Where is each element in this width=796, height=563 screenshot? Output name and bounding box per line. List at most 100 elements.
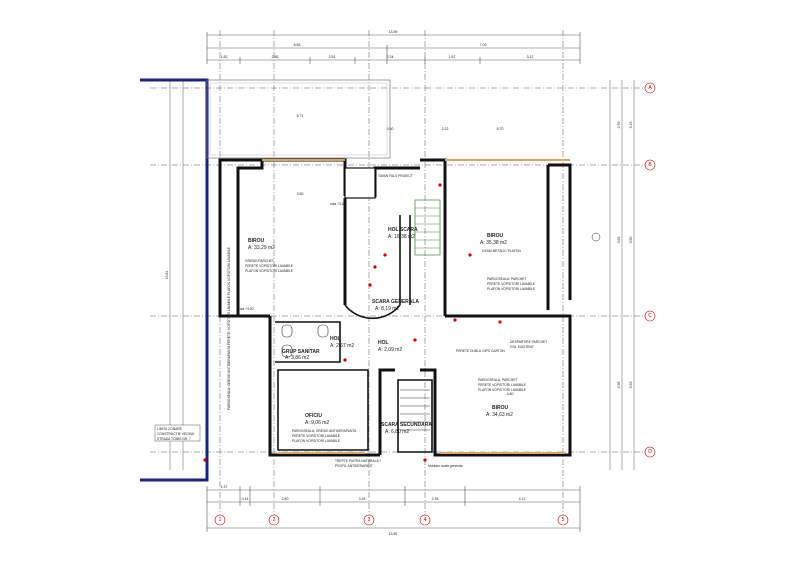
svg-text:A: 2,09 m2: A: 2,09 m2: [378, 347, 402, 353]
axis-row-a: A: [644, 82, 656, 94]
callout-bottom-1: TREPTE PIATRA NATURALA +: [335, 459, 381, 463]
room-birou-se: BIROU A: 34,63 m2 PARDOSEALA: PARCHET PE…: [478, 378, 527, 418]
dim-top-detail-3: 2.51: [329, 55, 336, 59]
callout-right-1: DESPARTIRE PARCHET: [510, 340, 547, 344]
svg-text:A: A: [648, 85, 652, 91]
svg-text:HOL SCARA: HOL SCARA: [388, 227, 418, 233]
svg-text:BIROU: BIROU: [487, 233, 504, 239]
dim-top-detail-5: 1.67: [449, 55, 456, 59]
axis-col-1: 1: [214, 514, 226, 526]
dim-overall-bottom: 13.59: [389, 532, 398, 536]
property-boundary: [140, 78, 209, 482]
red-markers: [203, 183, 502, 462]
dim-inner-3: 2.22: [442, 127, 449, 131]
room-hol: HOL A: 2,67 m2: [330, 336, 354, 349]
dim-left-overall: 15.81: [165, 271, 169, 280]
axis-col-2: 2: [268, 514, 280, 526]
dim-inner-5: 4.80: [507, 392, 514, 396]
dim-inner-4: 6.70: [497, 127, 504, 131]
sanitary-fixtures: [281, 324, 329, 358]
svg-text:PLAFON VOPSITORI LAVABILE: PLAFON VOPSITORI LAVABILE: [245, 269, 294, 273]
dim-bottom-3: 2.80: [282, 497, 289, 501]
dimension-texts: 13.59 6.65 7.09 1.82 2.56 2.51 2.24 1.67…: [165, 30, 633, 536]
svg-text:A: 8,19 m2: A: 8,19 m2: [375, 306, 399, 312]
axis-bubbles-columns: 1 2 3 4 5: [214, 514, 569, 526]
vertical-finish-note: PARDOSEALA: GRESIE ANTIDERAPANTA PERETE:…: [227, 246, 231, 410]
svg-text:PERETE VOPSITORI LAVABILE: PERETE VOPSITORI LAVABILE: [487, 282, 536, 286]
svg-text:HOL: HOL: [378, 340, 389, 346]
svg-text:SCARA GENERALA: SCARA GENERALA: [372, 299, 419, 305]
svg-text:1: 1: [219, 517, 222, 523]
left-note-box: [154, 424, 201, 442]
svg-text:A: 33,29 m2: A: 33,29 m2: [248, 245, 275, 251]
dim-bottom-6: 4.12: [519, 497, 526, 501]
dim-top-split-2: 7.09: [480, 43, 487, 47]
dim-right-detail-3: 3.33: [629, 382, 633, 389]
svg-text:PARDOSEALA: PARCHET: PARDOSEALA: PARCHET: [478, 378, 517, 382]
dim-top-split-1: 6.65: [294, 43, 301, 47]
svg-text:BIROU: BIROU: [492, 405, 509, 411]
axis-row-b: B: [644, 159, 656, 171]
svg-text:PLAFON VOPSITORI LAVABILE: PLAFON VOPSITORI LAVABILE: [487, 287, 536, 291]
level-mark-1: cota +3.00: [238, 307, 254, 311]
svg-text:GRESIE/PARCHET: GRESIE/PARCHET: [245, 259, 274, 263]
svg-text:BIROU: BIROU: [248, 238, 265, 244]
left-note-line-3: STRADA TOMIS NR. 7: [157, 437, 191, 441]
dimension-chains: [169, 32, 635, 532]
svg-text:3: 3: [368, 517, 371, 523]
left-note-line-2: CONSTRUCTIE VECINA: [157, 432, 195, 436]
axis-col-5: 5: [557, 514, 569, 526]
dim-top-detail-4: 2.24: [387, 55, 394, 59]
axis-col-3: 3: [363, 514, 375, 526]
dim-bottom-4: 3.28: [359, 497, 366, 501]
svg-text:C: C: [648, 313, 652, 319]
svg-text:PERETE VOPSITORI LAVABILE: PERETE VOPSITORI LAVABILE: [292, 434, 341, 438]
room-labels: BIROU A: 33,29 m2 GRESIE/PARCHET PERETE …: [245, 227, 536, 443]
room-scara-secundara: SCARA SECUNDARA A: 6,80 m2: [381, 422, 432, 435]
svg-text:PERETE VOPSITORI LAVABILE: PERETE VOPSITORI LAVABILE: [478, 383, 527, 387]
svg-text:4: 4: [424, 517, 427, 523]
svg-text:5: 5: [562, 517, 565, 523]
annotations: LIMITA ZONARE CONSTRUCTIE VECINA STRADA …: [154, 174, 547, 468]
room-scara-generala: SCARA GENERALA A: 8,19 m2: [372, 299, 419, 312]
svg-text:A: 6,80 m2: A: 6,80 m2: [385, 429, 409, 435]
svg-text:A: 34,63 m2: A: 34,63 m2: [486, 412, 513, 418]
orange-walls: [262, 159, 570, 454]
svg-text:PLAFON VOPSITORI LAVABILE: PLAFON VOPSITORI LAVABILE: [478, 388, 527, 392]
svg-text:GRUP SANITAR: GRUP SANITAR: [282, 349, 320, 355]
room-grup-sanitar: GRUP SANITAR A: 3,86 m2: [282, 349, 320, 361]
svg-text:A: 35,38 m2: A: 35,38 m2: [480, 240, 507, 246]
svg-text:A: 2,67 m2: A: 2,67 m2: [330, 343, 354, 349]
stair-main: [414, 199, 441, 256]
axis-row-d: D: [644, 446, 656, 458]
svg-text:OFICIU: OFICIU: [305, 413, 322, 419]
dim-top-detail-1: 1.82: [221, 55, 228, 59]
axis-bubbles-rows: A B C D: [644, 82, 656, 458]
room-oficiu: OFICIU A: 9,06 m2 PARDOSEALA: GRESIE ANT…: [292, 413, 357, 443]
callout-bottom-3: Montare scafa generala: [428, 464, 463, 468]
callout-bottom-2: PROFIL ANTIDERAPANT: [335, 464, 373, 468]
dim-right-detail-1: 3.15: [629, 122, 633, 129]
dim-bottom-2: 0.44: [242, 497, 249, 501]
stair-secondary: [400, 389, 430, 431]
room-hol-small: HOL A: 2,09 m2: [378, 340, 402, 353]
room-hol-scara: HOL SCARA A: 16,38 m2: [388, 227, 418, 240]
callout-wall: PERETE DUBLU GIPS CARTON: [456, 349, 505, 353]
svg-text:PLAFON VOPSITORI LAVABILE: PLAFON VOPSITORI LAVABILE: [292, 439, 341, 443]
terrace-outline: [206, 79, 391, 159]
svg-text:A: 3,86 m2: A: 3,86 m2: [285, 355, 309, 361]
svg-text:B: B: [648, 162, 652, 168]
axis-col-4: 4: [419, 514, 431, 526]
dim-inner-1: 5.71: [297, 114, 304, 118]
dim-inner-6: 3.50: [297, 192, 304, 196]
section-mark: [591, 232, 601, 242]
dim-overall-top: 13.59: [389, 30, 398, 34]
dim-bottom-5: 2.35: [432, 497, 439, 501]
dim-right-1: 2.93: [617, 122, 621, 129]
callout-top: TAVAN FALS PROIECT: [378, 174, 413, 178]
svg-text:PARDOSEALA: PARCHET: PARDOSEALA: PARCHET: [487, 277, 526, 281]
dim-right-detail-2: 3.50: [629, 237, 633, 244]
dim-top-detail-6: 3.12: [527, 55, 534, 59]
svg-text:HOL: HOL: [330, 336, 341, 342]
